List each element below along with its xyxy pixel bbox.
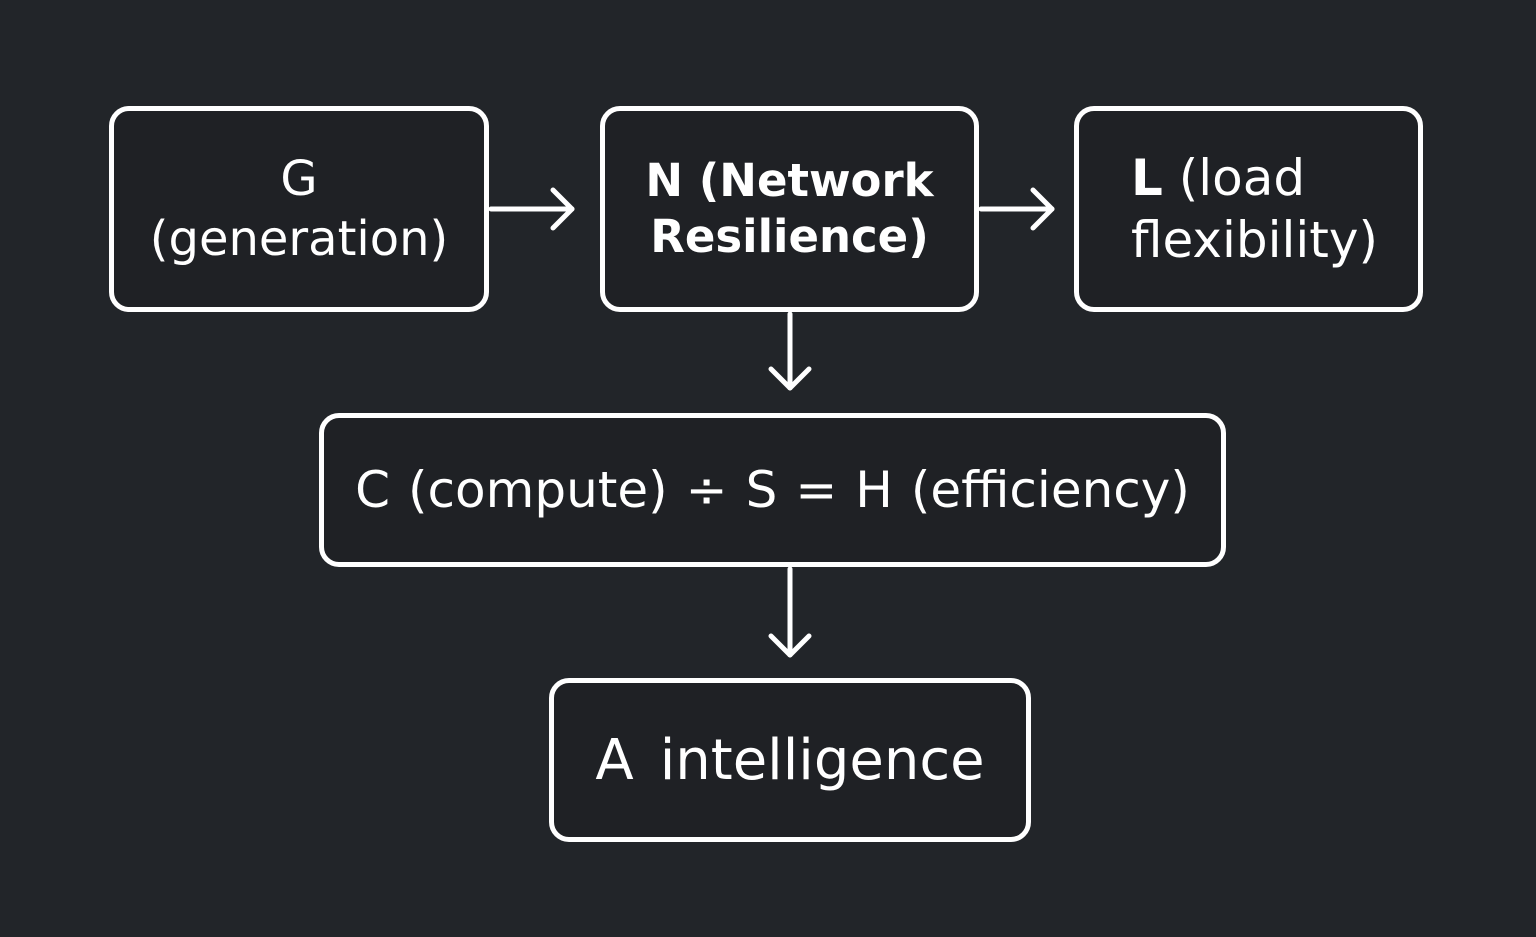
node-network-line2: Resilience) [650,210,929,263]
node-load-line1: L (load [1131,147,1305,210]
equation-symbol-h: H [855,461,893,519]
node-intelligence-symbol: A [595,727,634,793]
node-generation: G (generation) [109,106,489,312]
arrow-network-to-load [978,187,1055,231]
arrow-network-to-equation [768,311,812,391]
node-generation-label: (generation) [149,211,449,267]
node-network-resilience: N (Network Resilience) [600,106,979,312]
node-intelligence-label: intelligence [659,727,985,793]
arrow-equation-to-intelligence [768,566,812,658]
equation-label-compute: (compute) [408,461,668,519]
node-load-line2: flexibility) [1131,211,1378,269]
node-efficiency-equation: C (compute) ÷ S = H (efficiency) [319,413,1226,567]
equation-divide-operator: ÷ [685,461,728,519]
equation-label-efficiency: (efficiency) [910,461,1190,519]
equation-symbol-c: C [355,461,391,519]
node-load-word: (load [1178,148,1306,207]
equation-symbol-s: S [745,461,778,519]
equation-equals-operator: = [795,461,838,519]
node-load-symbol: L [1131,148,1163,207]
node-load-flexibility: L (load flexibility) [1074,106,1423,312]
node-network-line1: N (Network [645,153,934,207]
arrow-generation-to-network [488,187,575,231]
node-intelligence: A intelligence [549,678,1031,842]
node-generation-symbol: G [280,151,318,207]
